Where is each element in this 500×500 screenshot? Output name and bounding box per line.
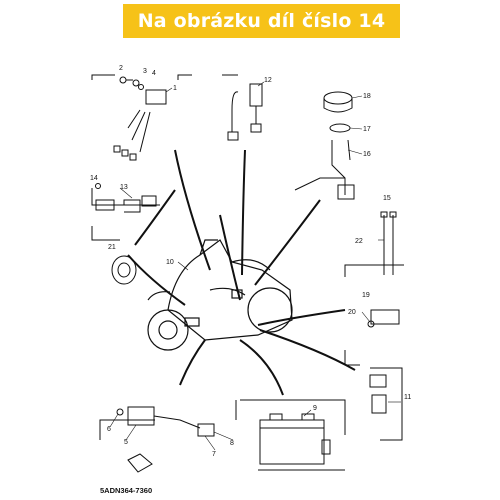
callout-18: 18 [363,93,371,100]
diagram-code: 5ADN364-7360 [100,486,152,495]
part-2-4-fasteners [119,76,144,90]
callout-1: 1 [173,85,177,92]
callout-12: 12 [264,77,272,84]
divider-line [344,350,360,366]
callout-8: 8 [230,440,234,447]
callout-22: 22 [355,238,363,245]
callout-13: 13 [120,184,128,191]
wire [127,254,186,306]
part-11-fusebox [369,374,387,414]
callout-15: 15 [383,195,391,202]
divider-line [177,74,192,80]
callout-16: 16 [363,151,371,158]
part-21-horn [111,255,137,285]
callout-4: 4 [152,70,156,77]
divider-line [91,226,120,241]
divider-line [344,264,404,277]
callout-7: 7 [212,451,216,458]
wire [257,309,346,326]
part-15-22-bolts [380,211,397,275]
callout-11: 11 [404,394,411,401]
part-13-14-relay [95,183,157,213]
callout-14: 14 [90,175,98,182]
divider-line [370,367,403,441]
callout-3: 3 [143,68,147,75]
part-5-8-coil [116,406,215,473]
scooter-body [147,239,293,351]
wire [241,149,246,276]
callout-10: 10 [166,259,174,266]
callout-20: 20 [348,309,356,316]
callout-labels: 1 2 3 4 5 6 7 8 9 10 11 12 13 14 15 16 1… [90,65,411,458]
callout-21: 21 [108,244,116,251]
wiring-lines [127,149,356,396]
wire [239,339,284,396]
wire [259,329,356,371]
callout-19: 19 [362,292,370,299]
divider-line [91,74,115,80]
divider-line [294,177,345,191]
part-9-battery [259,413,331,465]
divider-line [91,188,160,206]
banner-title: Na obrázku díl číslo 14 [137,10,386,32]
callout-5: 5 [124,439,128,446]
callout-9: 9 [313,405,317,412]
wire [134,189,176,246]
leader-lines [109,81,401,451]
wire [174,149,211,271]
wire [179,339,206,386]
part-16-18-sender [323,91,355,200]
callout-6: 6 [107,426,111,433]
divider-line [99,419,155,440]
divider-line [240,399,346,435]
callout-17: 17 [363,126,371,133]
title-banner: Na obrázku díl číslo 14 [123,4,400,38]
callout-2: 2 [119,65,123,72]
part-12-sensor [227,83,263,141]
part-1-unit [113,89,167,161]
wire [254,199,321,286]
part-19-20-bracket [367,309,400,328]
